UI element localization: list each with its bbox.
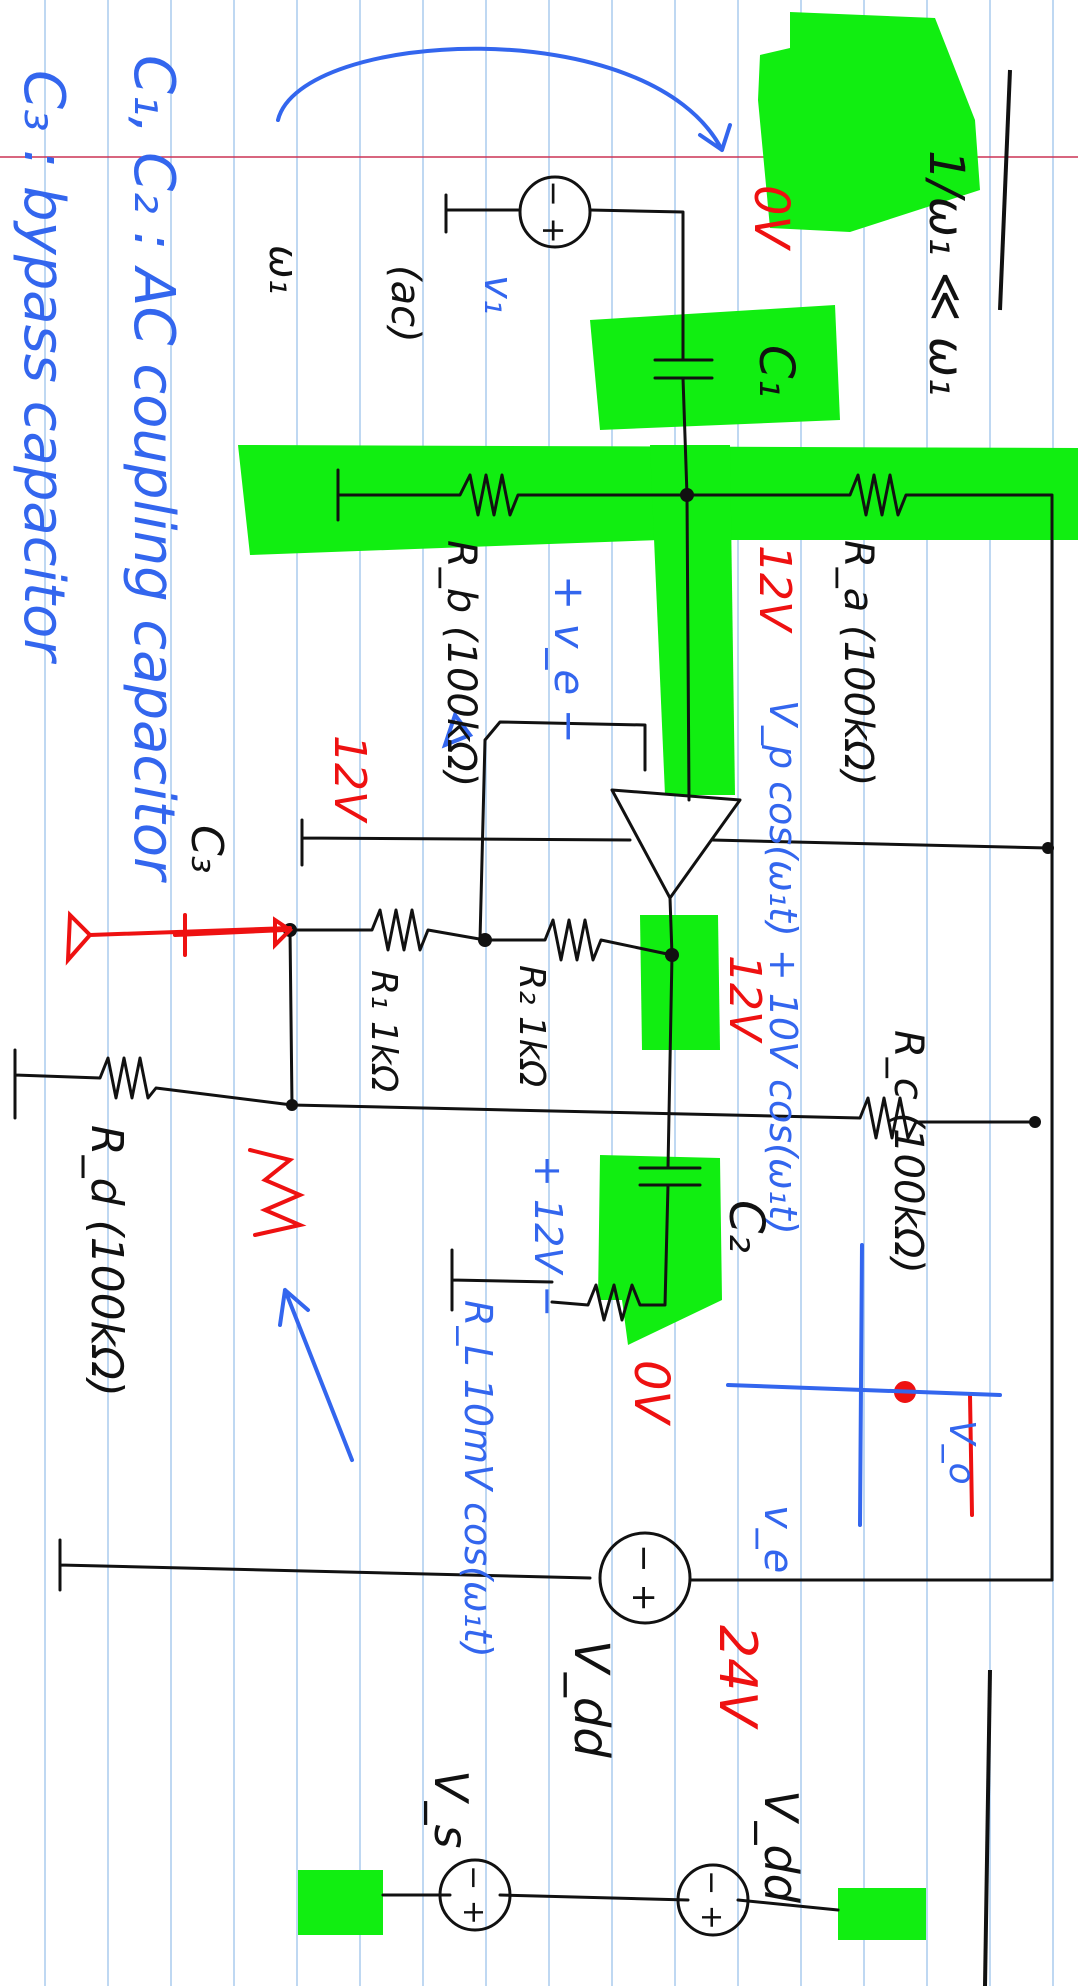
wire-c2-to-rl: [550, 1183, 670, 1322]
label-r2: R₂ 1kΩ: [511, 965, 552, 1088]
ground-left-top: [444, 193, 520, 234]
note-coupling: C₁, C₂ : AC coupling capacitor: [121, 55, 186, 883]
blue-arrow-c3: [278, 1288, 354, 1462]
bar-top: [998, 69, 1012, 311]
label-r1: R₁ 1kΩ: [363, 970, 404, 1093]
red-label-12v-a: 12V: [749, 545, 800, 634]
label-top-ratio: 1/ω₁ ≪ ω₁: [918, 150, 974, 396]
label-ve-pm: + v_e −: [545, 575, 594, 744]
label-rd: R_d (100kΩ): [81, 1125, 132, 1397]
junction-node-main: [680, 488, 694, 502]
blue-marks: [276, 46, 1002, 1527]
red-label-24v: 24V: [707, 1625, 767, 1730]
red-scribble: [248, 1148, 307, 1237]
blue-plot-axis-h: [726, 1383, 1002, 1397]
label-c1: C₁: [748, 345, 804, 398]
highlight-c1: [590, 305, 840, 430]
wire-output-down: [666, 953, 674, 1170]
junction-rail-top: [1042, 842, 1054, 854]
bar-bottom: [983, 1669, 992, 1986]
sources: − + − + − + − +: [438, 175, 750, 1937]
wire-node-to-opamp: [685, 493, 691, 802]
capacitor-c2-plates: [638, 1166, 702, 1187]
junction-bottom: [286, 1099, 298, 1111]
wire-r2: [483, 918, 674, 962]
text-labels: 1/ω₁ ≪ ω₁ ω₁ (ac) v₁ C₁ R_b (100kΩ) R_a …: [11, 55, 982, 1904]
label-v1: v₁: [475, 275, 521, 315]
note-bypass: C₃ : bypass capacitor: [11, 70, 76, 664]
highlight-vdd-end: [838, 1888, 926, 1940]
source-vdd: [598, 1531, 692, 1625]
ground-rl: [450, 1248, 554, 1312]
wire-feedback: [478, 720, 647, 942]
junction-opamp-out: [665, 948, 679, 962]
source-vs-sign: − +: [456, 1865, 491, 1925]
label-rl-expr: R_L 10mV cos(ω₁t): [456, 1300, 500, 1658]
source-vdd-small-sign: − +: [694, 1870, 729, 1930]
top-right-bars: [983, 69, 1012, 1986]
label-vo-plot: V_o: [941, 1420, 982, 1485]
blue-curved-arrow: [276, 46, 732, 152]
label-vdd-box: V_dd: [754, 1790, 808, 1904]
red-label-0v-rl: 0V: [623, 1360, 679, 1427]
label-c2: C₂: [718, 1200, 774, 1253]
green-highlights: [238, 12, 1078, 1940]
label-ve-expr: V_p cos(ω₁t) + 10V cos(ω₁t): [761, 700, 805, 1235]
wire-opamp-top: [668, 838, 1050, 957]
source-v1-sign: − +: [535, 180, 573, 244]
highlight-vs-end: [298, 1870, 383, 1935]
highlight-node-vertical: [650, 445, 735, 795]
wire-opamp-ground: [300, 818, 632, 867]
blue-plot-axis-v: [858, 1243, 864, 1527]
label-vs: V_s: [424, 1770, 478, 1848]
label-ra: R_a (100kΩ): [835, 540, 881, 786]
label-c2-pm: + 12V −: [526, 1155, 570, 1317]
label-ac: (ac): [382, 265, 428, 343]
label-c3: C₃: [181, 825, 232, 873]
wire-r1-down: [288, 928, 294, 1107]
label-ve-plot: v_e: [755, 1505, 801, 1573]
red-label-12v-b: 12V: [324, 735, 375, 824]
source-v1: [518, 175, 592, 249]
red-label-12v-c: 12V: [719, 955, 770, 1044]
label-rc: R_c (100kΩ): [885, 1030, 931, 1274]
highlight-r2-node: [640, 915, 720, 1050]
highlight-top-right: [758, 12, 980, 232]
red-ground-arrow: [65, 910, 294, 966]
red-label-0v-top: 0V: [743, 185, 799, 252]
wire-r1: [288, 908, 487, 952]
junction-feedback: [478, 933, 492, 947]
red-voltage-labels: 0V 12V 12V 12V 0V 24V: [324, 185, 800, 1730]
label-vdd: V_dd: [563, 1640, 619, 1758]
source-vdd-small: [676, 1863, 750, 1937]
label-w1: ω₁: [260, 245, 306, 295]
wire-ra: [685, 473, 1054, 1582]
wire-vdd-loop: [58, 1538, 1054, 1592]
source-vdd-sign: − +: [624, 1544, 664, 1612]
wire-v1-to-c1: [588, 208, 685, 362]
source-vs: [438, 1858, 512, 1932]
label-rb: R_b (100kΩ): [438, 540, 484, 787]
red-vo-line: [968, 1393, 974, 1517]
wire-rb: [336, 468, 689, 522]
blue-arrow-small: [441, 710, 474, 749]
junction-rail-rc: [1029, 1116, 1041, 1128]
opamp-triangle: [610, 788, 742, 900]
wire-c1-to-node: [681, 376, 689, 497]
